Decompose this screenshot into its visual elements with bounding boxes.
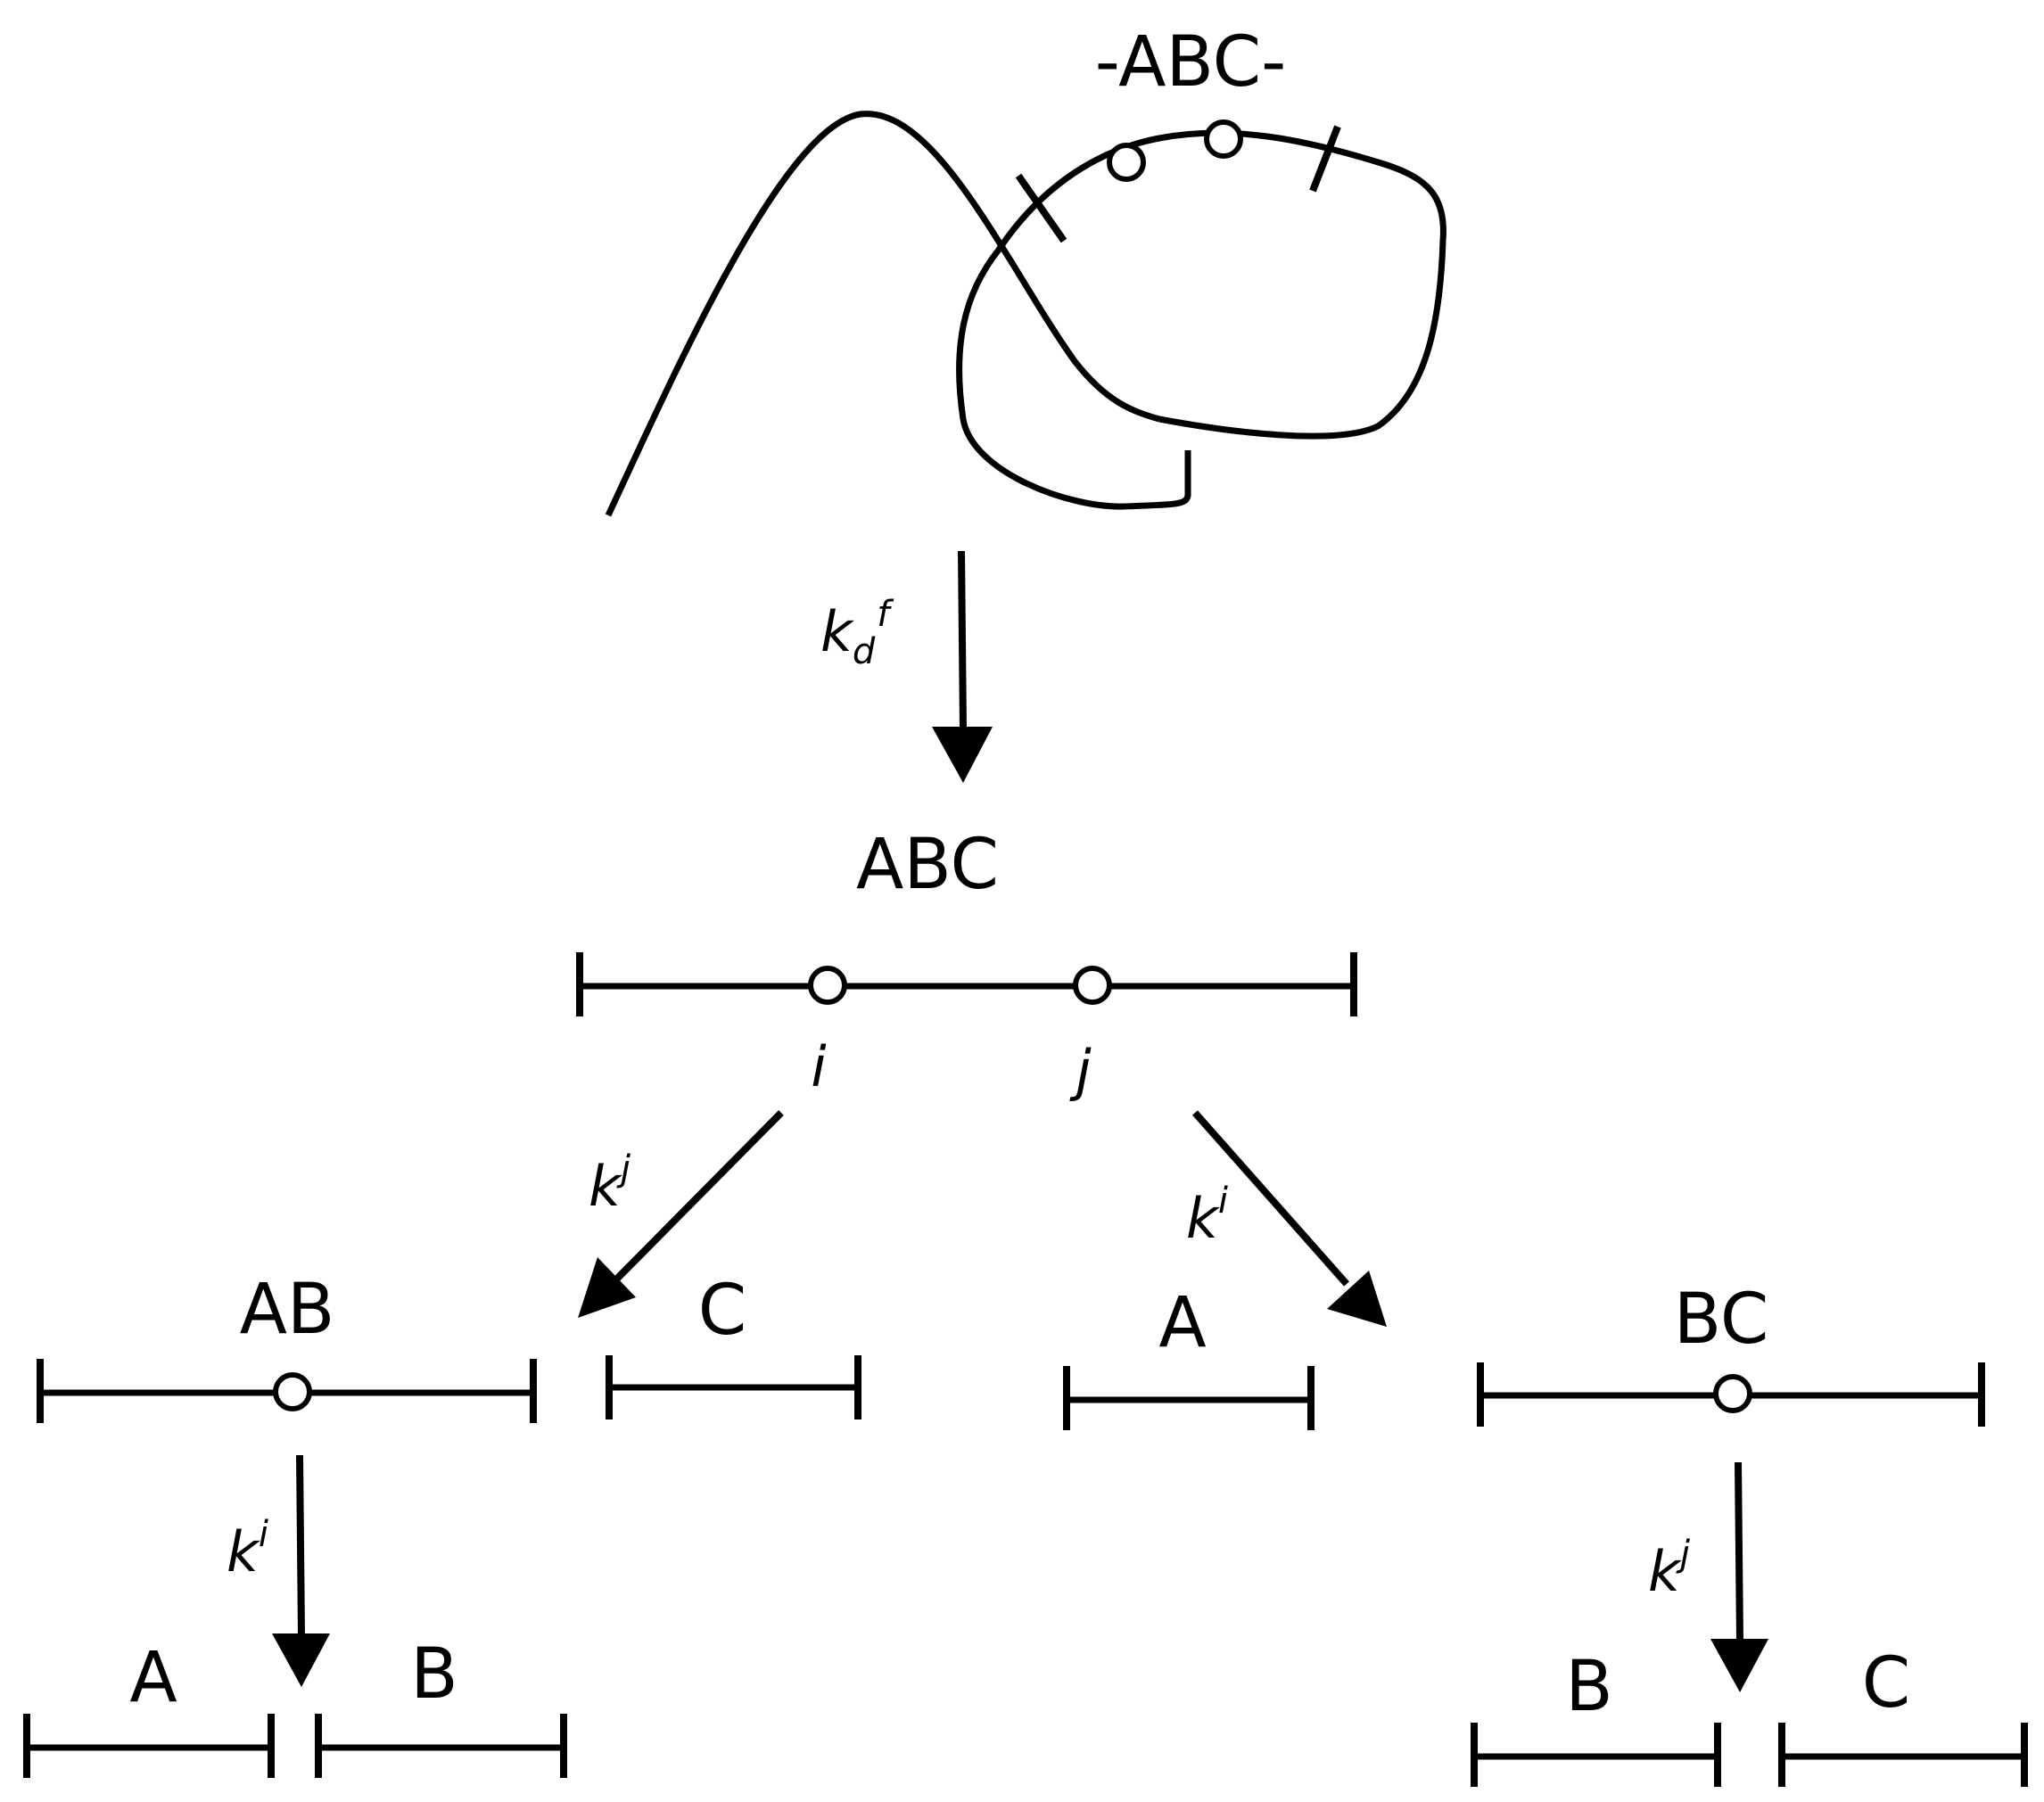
rate-ki-bottom-left-label: ki [227, 1514, 268, 1584]
label-bc: BC [1674, 1280, 1769, 1360]
arrow-kdf: kdf [820, 550, 993, 783]
strand-abc: ABC i j [576, 825, 1357, 1103]
arrow-ki-right-head [1327, 1271, 1387, 1327]
arrow-ki-right: ki [1186, 1110, 1387, 1327]
strand-b-bottom-left: B [315, 1634, 567, 1778]
arrow-kj-bottom-right-head [1710, 1639, 1768, 1692]
label-a-bottom: A [129, 1638, 177, 1718]
arrow-ki-bottom-left-head [272, 1633, 330, 1687]
chain-cut-mark-right [1309, 125, 1341, 193]
bc-site-j [1713, 1374, 1752, 1413]
label-abc: ABC [856, 825, 999, 905]
folded-chain: -ABC- [605, 22, 1446, 517]
rate-kdf-label: kdf [820, 594, 894, 672]
arrow-kj-left-head [578, 1257, 636, 1318]
strand-c-mid: C [606, 1271, 861, 1419]
arrow-kdf-head [932, 727, 993, 783]
label-ab: AB [240, 1270, 335, 1350]
strand-a-bottom: A [23, 1638, 275, 1778]
label-site-i: i [811, 1034, 826, 1099]
top-label: -ABC- [1095, 22, 1287, 103]
ab-site-i [273, 1372, 312, 1411]
rate-kj-bottom-right-label: kj [1648, 1534, 1691, 1604]
label-b-bottom-left: B [410, 1634, 458, 1715]
label-c-mid: C [698, 1271, 746, 1351]
label-c-bottom: C [1862, 1643, 1910, 1724]
rate-ki-right-label: ki [1186, 1181, 1228, 1251]
strand-ab: AB [37, 1270, 537, 1423]
strand-a-mid: A [1063, 1283, 1315, 1430]
strand-c-bottom: C [1778, 1643, 2028, 1787]
chain-site-j [1204, 119, 1243, 159]
strand-bc: BC [1477, 1280, 1985, 1427]
strand-b-bottom-right: B [1471, 1647, 1721, 1787]
abc-site-j [1073, 966, 1112, 1005]
chain-loop [956, 129, 1446, 510]
label-b-bottom-right: B [1565, 1647, 1613, 1727]
arrow-ki-bottom-left: ki [227, 1454, 330, 1687]
label-a-mid: A [1158, 1283, 1206, 1363]
label-site-j: j [1069, 1038, 1092, 1103]
arrow-kj-bottom-right: kj [1648, 1461, 1768, 1692]
chain-cut-mark-left [1015, 173, 1067, 243]
abc-site-i [808, 966, 847, 1005]
arrow-kj-left: kj [578, 1110, 784, 1318]
chain-left-strand [605, 111, 1160, 517]
rate-kj-left-label: kj [589, 1148, 631, 1219]
chain-site-i [1107, 143, 1146, 182]
